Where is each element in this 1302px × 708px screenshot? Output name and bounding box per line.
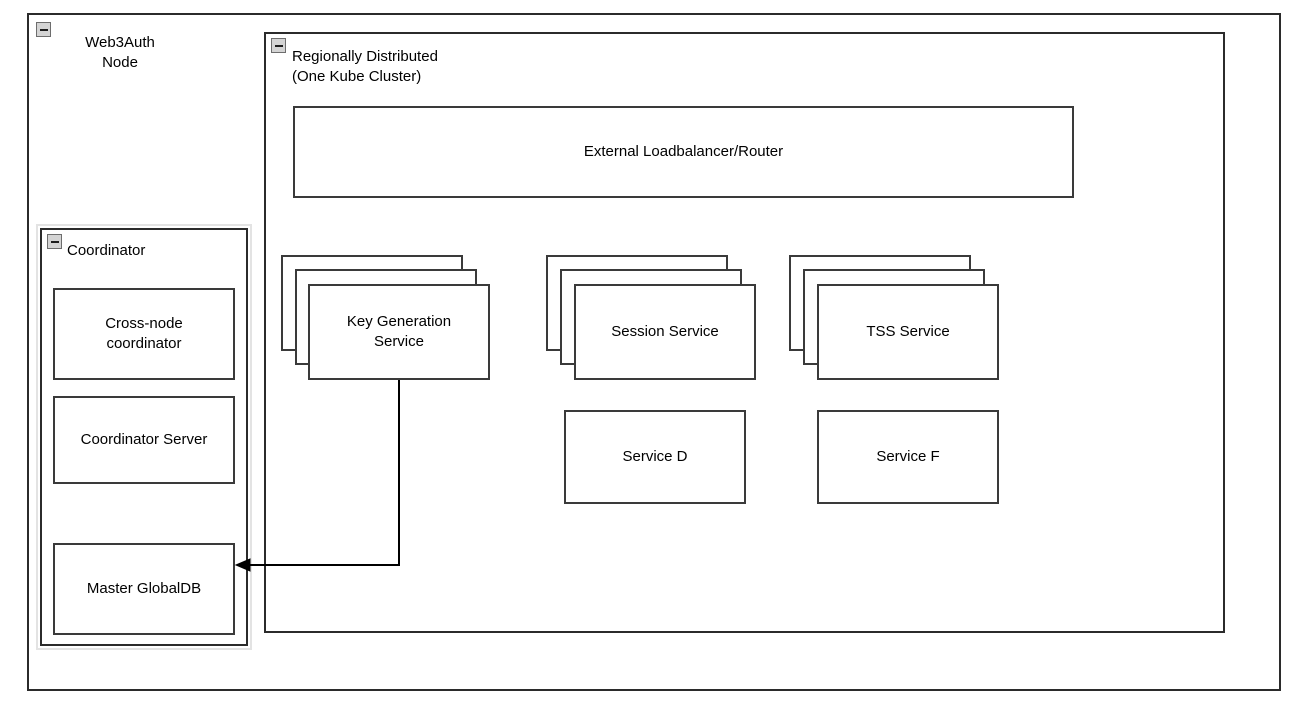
kube-cluster-title: Regionally Distributed (One Kube Cluster… <box>292 48 438 85</box>
cross-node-coordinator-label: Cross-node coordinator <box>105 314 183 352</box>
kube-cluster-collapse-icon[interactable] <box>271 38 286 53</box>
tss-service-box[interactable]: TSS Service <box>817 284 999 380</box>
service-f-box[interactable]: Service F <box>817 410 999 504</box>
cross-node-coordinator-box[interactable]: Cross-node coordinator <box>53 288 235 380</box>
key-generation-service-box[interactable]: Key Generation Service <box>308 284 490 380</box>
key-generation-service-label: Key Generation Service <box>346 312 452 350</box>
external-loadbalancer-label: External Loadbalancer/Router <box>583 142 784 160</box>
coordinator-collapse-icon[interactable] <box>47 234 62 249</box>
coordinator-server-label: Coordinator Server <box>80 430 208 448</box>
web3auth-node-collapse-icon[interactable] <box>36 22 51 37</box>
service-d-label: Service D <box>622 447 688 465</box>
coordinator-server-box[interactable]: Coordinator Server <box>53 396 235 484</box>
service-d-box[interactable]: Service D <box>564 410 746 504</box>
master-globaldb-label: Master GlobalDB <box>86 579 202 597</box>
external-loadbalancer-box[interactable]: External Loadbalancer/Router <box>293 106 1074 198</box>
session-service-box[interactable]: Session Service <box>574 284 756 380</box>
session-service-label: Session Service <box>611 322 719 340</box>
tss-service-label: TSS Service <box>866 322 950 340</box>
master-globaldb-box[interactable]: Master GlobalDB <box>53 543 235 635</box>
web3auth-node-title: Web3Auth Node <box>85 34 155 71</box>
service-f-label: Service F <box>876 447 940 465</box>
coordinator-title: Coordinator <box>67 242 146 259</box>
